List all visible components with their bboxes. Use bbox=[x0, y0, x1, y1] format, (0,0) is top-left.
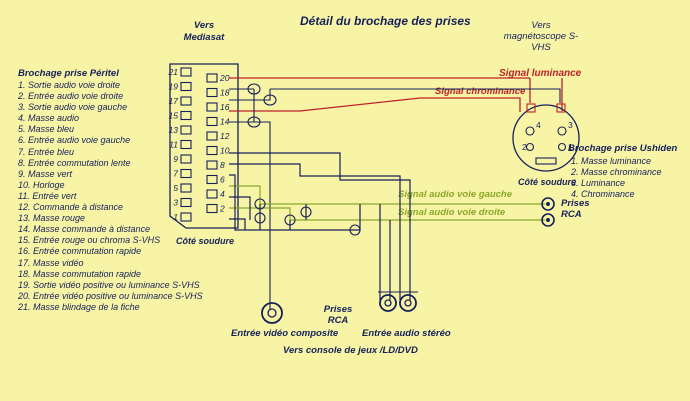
scart-pin bbox=[180, 139, 192, 150]
scart-pin-label: 18 bbox=[220, 88, 230, 98]
peritel-pin-item: 16. Entrée commutation rapide bbox=[18, 246, 142, 257]
rca-jacks-right bbox=[541, 197, 555, 227]
peritel-pin-item: 18. Masse commutation rapide bbox=[18, 268, 142, 279]
scart-pin bbox=[180, 212, 192, 222]
scart-pin-label: 13 bbox=[169, 125, 179, 135]
ground-wires-top bbox=[229, 88, 561, 310]
scart-pin bbox=[180, 96, 192, 106]
scart-pin-label: 17 bbox=[169, 96, 179, 106]
scart-pin bbox=[206, 116, 218, 127]
peritel-pin-item: 13. Masse rouge bbox=[18, 213, 86, 224]
scart-pin bbox=[180, 183, 192, 193]
scart-pin-label: 2 bbox=[219, 204, 225, 214]
scart-pin bbox=[180, 67, 192, 77]
scart-pin bbox=[206, 73, 218, 83]
signal-chrominance-label: Signal chrominance bbox=[435, 86, 526, 97]
ushiden-pin-item: 2. Masse chrominance bbox=[571, 167, 662, 177]
din-pin-label: 1 bbox=[568, 142, 573, 152]
label-vers-mediasat: Vers Mediasat bbox=[183, 20, 225, 43]
peritel-pin-item: 17. Masse vidéo bbox=[18, 257, 84, 268]
ushiden-pin-item: 1. Masse luminance bbox=[571, 156, 652, 166]
console-label: Vers console de jeux /LD/DVD bbox=[283, 345, 418, 356]
signal-audio-left-label: Signal audio voie gauche bbox=[398, 189, 513, 200]
rca-bottom-label: Prises RCA bbox=[323, 304, 353, 326]
scart-pin bbox=[180, 197, 192, 208]
ushiden-pin-item: 4. Chrominance bbox=[571, 189, 635, 199]
peritel-pin-item: 19. Sortie vidéo positive ou luminance S… bbox=[18, 279, 200, 290]
scart-pin-label: 11 bbox=[169, 140, 178, 150]
scart-pin bbox=[206, 174, 218, 185]
peritel-pin-item: 3. Sortie audio voie gauche bbox=[18, 102, 128, 113]
label-vers-magnetoscope: Vers magnétoscope S-VHS bbox=[503, 20, 579, 53]
scart-pin bbox=[180, 110, 192, 121]
scart-pin-label: 3 bbox=[173, 198, 178, 208]
peritel-pin-item: 7. Entrée bleu bbox=[18, 146, 75, 157]
signal-audio-right-label: Signal audio voie droite bbox=[398, 207, 506, 218]
signal-luminance-label: Signal luminance bbox=[499, 68, 582, 79]
scart-pin bbox=[206, 102, 218, 112]
peritel-pin-item: 5. Masse bleu bbox=[18, 124, 75, 135]
peritel-pin-item: 15. Entrée rouge ou chroma S-VHS bbox=[18, 235, 161, 246]
scart-pin-label: 19 bbox=[169, 82, 179, 92]
peritel-pin-item: 1. Sortie audio voie droite bbox=[18, 80, 121, 90]
scart-pin bbox=[180, 154, 192, 164]
ushiden-title: Brochage prise Ushiden bbox=[568, 143, 678, 154]
diagram-title: Détail du brochage des prises bbox=[300, 14, 471, 28]
peritel-pin-item: 6. Entrée audio voie gauche bbox=[18, 135, 131, 146]
scart-pin bbox=[180, 168, 192, 179]
composite-video-input-label: Entrée vidéo composite bbox=[231, 328, 339, 339]
peritel-pin-item: 12. Commande à distance bbox=[18, 202, 124, 213]
scart-pin bbox=[180, 125, 192, 135]
rca-jack-video bbox=[261, 302, 283, 324]
scart-pin-label: 6 bbox=[220, 175, 225, 185]
scart-pin-label: 8 bbox=[220, 160, 225, 170]
audio-wires bbox=[229, 152, 545, 300]
scart-pin-label: 21 bbox=[168, 67, 179, 77]
scart-pin-label: 7 bbox=[173, 169, 178, 179]
din-pin-label: 4 bbox=[536, 120, 541, 130]
scart-pin-label: 16 bbox=[220, 102, 230, 112]
scart-pin bbox=[206, 160, 218, 170]
scart-pin bbox=[206, 203, 218, 214]
peritel-title: Brochage prise Péritel bbox=[18, 68, 119, 79]
din-pin-label: 2 bbox=[522, 142, 527, 152]
scart-connector: 21 19 17 15 13 11 9 7 5 3 1 20 18 16 14 12 10 8 6 4 2 bbox=[168, 63, 239, 229]
scart-pin-label: 1 bbox=[173, 212, 178, 222]
peritel-pin-item: 10. Horloge bbox=[18, 179, 65, 190]
svhs-solder-side-label: Côté soudure bbox=[518, 177, 577, 187]
peritel-pin-item: 4. Masse audio bbox=[18, 113, 80, 124]
peritel-pin-item: 14. Masse commande à distance bbox=[18, 224, 151, 235]
stereo-audio-input-label: Entrée audio stéréo bbox=[362, 328, 451, 339]
scart-pin-label: 20 bbox=[219, 73, 230, 83]
scart-pin-label: 5 bbox=[173, 183, 178, 193]
peritel-pin-item: 11. Entrée vert bbox=[18, 190, 77, 201]
scart-pin-label: 10 bbox=[220, 146, 230, 156]
scart-pin-label: 15 bbox=[169, 111, 179, 121]
rca-jacks-audio bbox=[378, 291, 418, 312]
scart-pin bbox=[206, 189, 218, 199]
peritel-pin-item: 2. Entrée audio voie droite bbox=[18, 91, 124, 102]
scart-pin bbox=[206, 131, 218, 141]
ushiden-pin-item: 3. Luminance bbox=[571, 178, 626, 188]
scart-pin-label: 4 bbox=[220, 189, 225, 199]
peritel-pin-item: 9. Masse vert bbox=[18, 168, 73, 179]
scart-solder-side-label: Côté soudure bbox=[176, 236, 235, 246]
peritel-pin-item: 20. Entrée vidéo positive ou luminance S… bbox=[18, 290, 203, 301]
peritel-pin-item: 21. Masse blindage de la fiche bbox=[18, 301, 140, 312]
svhs-din-connector: 4 3 2 1 bbox=[512, 103, 580, 172]
scart-pin-label: 14 bbox=[220, 117, 230, 127]
peritel-pin-item: 8. Entrée commutation lente bbox=[18, 157, 131, 168]
scart-pin-label: 9 bbox=[173, 154, 178, 164]
rca-right-label: Prises RCA bbox=[561, 198, 590, 220]
scart-pin-label: 12 bbox=[220, 131, 230, 141]
scart-pin bbox=[206, 87, 218, 98]
scart-pin bbox=[180, 81, 192, 92]
solder-joints bbox=[247, 83, 361, 236]
luminance-wire bbox=[229, 77, 563, 112]
din-pin-label: 3 bbox=[568, 120, 573, 130]
scart-pin bbox=[206, 145, 218, 156]
